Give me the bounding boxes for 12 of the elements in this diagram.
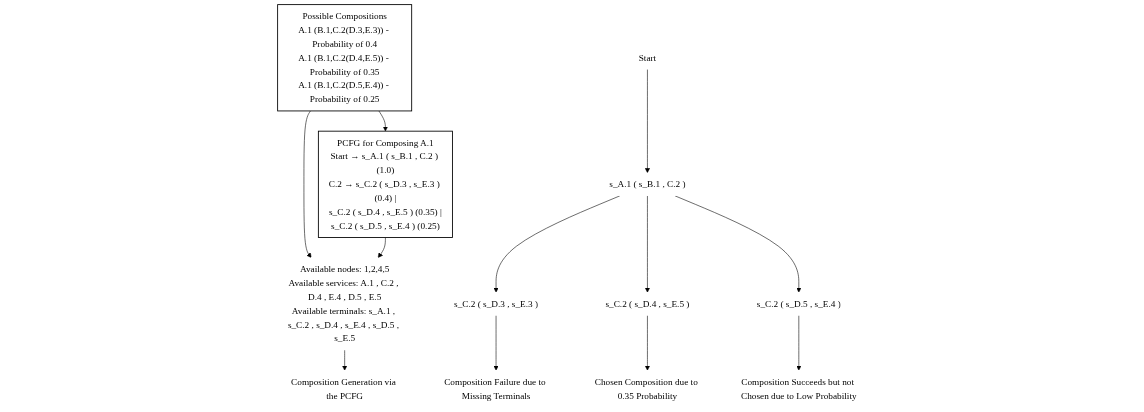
node-text: s_C.2 ( s_D.4 , s_E.5 ) (605, 298, 690, 309)
node-box: PCFG for Composing A.1 Start → s_A.1 ( s_B.1 , C.2 ) (1.0) C.2 → s_C.2 ( s_D.3 , s_E.3 ) (0.4) | s_C.2 ( s_D.4 , s_E.5 ) (0.35) | s_C.2 ( s_D.5 , s_E.4 ) (0.25) (318, 130, 454, 238)
node-box: Possible Compositions A.1 (B.1,C.2(D.3,E.3)) - Probability of 0.4 A.1 (B.1,C.2(D.4,E.5)) - Probability of 0.35 A.1 (B.1,C.2(D.5,E.4)) - Probability of 0.25 (277, 4, 413, 112)
node-text: s_C.2 ( s_D.5 , s_E.4 ) (757, 298, 842, 309)
node-text: Composition Failure due to Missing Terminals (444, 376, 546, 401)
node-text: s_C.2 ( s_D.3 , s_E.3 ) (454, 298, 539, 309)
node-text: Composition Succeeds but not Chosen due to Low Probability (741, 376, 857, 401)
node-text: Available nodes: 1,2,4,5 Available services: A.1 , C.2 , D.4 , E.4 , D.5 , E.5 Available terminals: s_A.1 , s_C.2 , s_D.4 , s_E.4 , s_D.5 , s_E.5 (288, 264, 400, 344)
node-text: s_A.1 ( s_B.1 , C.2 ) (609, 179, 686, 189)
node-text: Start (638, 52, 657, 63)
node-text: Composition Generation via the PCFG (291, 376, 397, 401)
node-text: Chosen Composition due to 0.35 Probability (595, 376, 699, 401)
